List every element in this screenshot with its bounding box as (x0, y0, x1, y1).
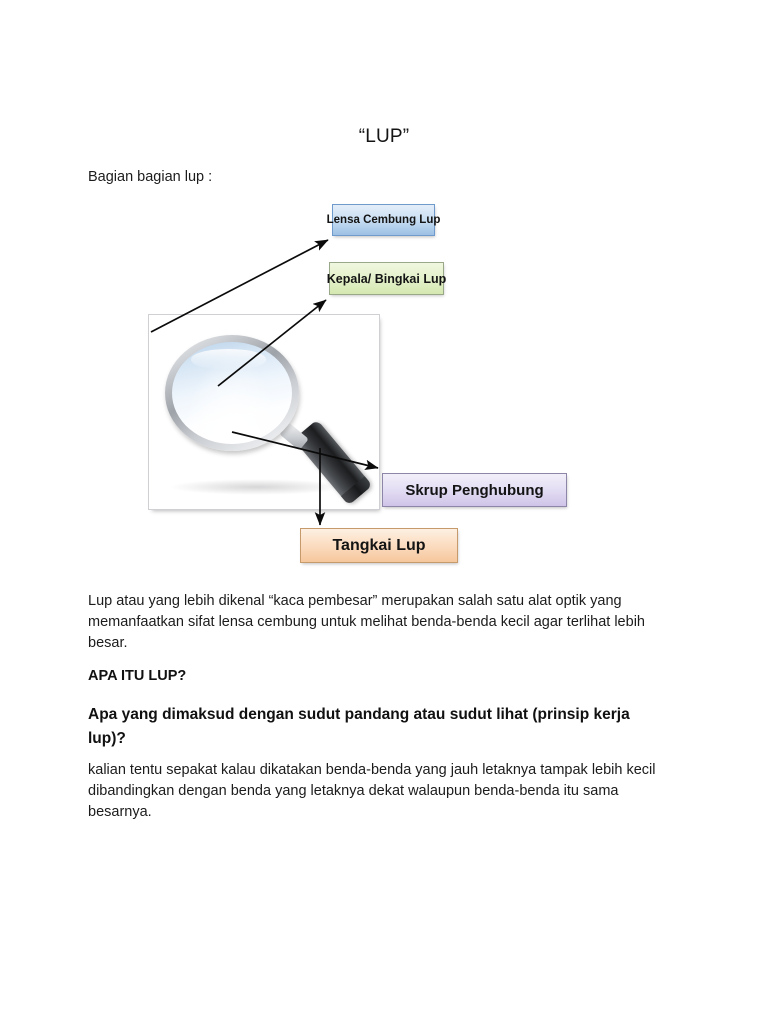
paragraph-definition: Lup atau yang lebih dikenal “kaca pembes… (88, 593, 645, 651)
intro-line: Bagian bagian lup : (88, 169, 213, 185)
page-title: “LUP” (358, 126, 410, 147)
heading-sudut-pandang: Apa yang dimaksud dengan sudut pandang a… (88, 706, 630, 747)
label-kepala-bingkai-lup: Kepala/ Bingkai Lup (327, 262, 446, 295)
drop-shadow (169, 479, 345, 495)
lens-highlight (191, 349, 266, 370)
handle-cap (340, 476, 373, 506)
magnifier-image (149, 315, 379, 509)
label-tangkai-lup: Tangkai Lup (300, 528, 458, 563)
heading-apa-itu-lup: APA ITU LUP? (88, 668, 187, 684)
magnifying-glass-icon (163, 329, 373, 506)
magnifier-image-frame (148, 314, 380, 510)
lens-frame-ring (165, 335, 299, 451)
label-skrup-penghubung: Skrup Penghubung (382, 473, 567, 507)
label-lensa-cembung-lup: Lensa Cembung Lup (327, 204, 440, 236)
convex-lens-glass (172, 342, 292, 444)
lup-parts-diagram: Lensa Cembung Lup Kepala/ Bingkai Lup Sk… (88, 196, 688, 576)
paragraph-explanation: kalian tentu sepakat kalau dikatakan ben… (88, 762, 656, 820)
